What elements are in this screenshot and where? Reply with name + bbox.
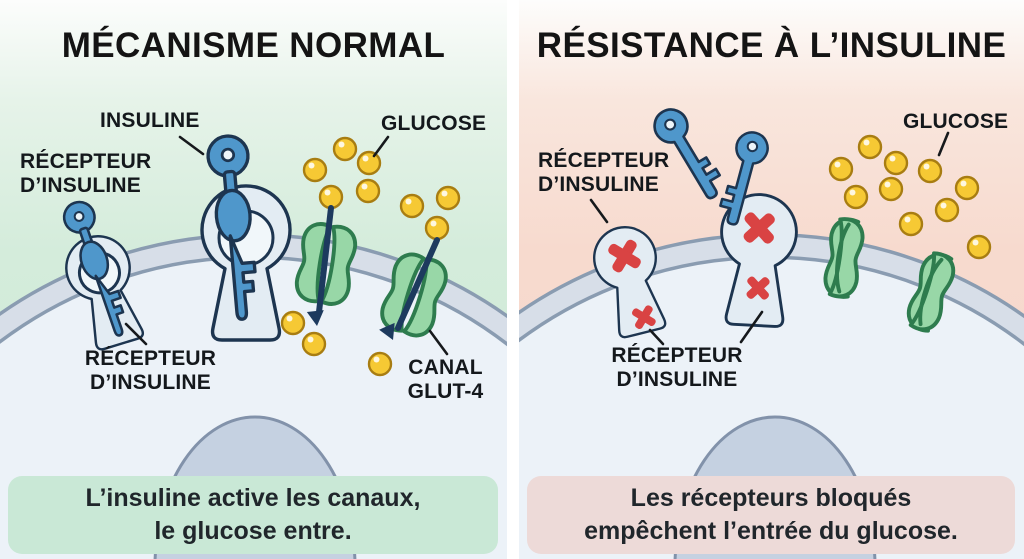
insulin-resistance-panel: RÉSISTANCE À L’INSULINE RÉCEPTEUR D’INSU… xyxy=(519,0,1024,559)
glucose-molecule xyxy=(356,150,382,176)
receptor-label-line xyxy=(739,310,764,344)
insulin-label: INSULINE xyxy=(100,109,200,132)
panel-title: RÉSISTANCE À L’INSULINE xyxy=(536,26,1007,65)
receptor-label-line xyxy=(648,328,665,346)
glucose-label-line xyxy=(372,135,390,158)
normal-caption: L’insuline active les canaux, le glucose… xyxy=(8,476,498,554)
glucose-molecule xyxy=(898,211,924,237)
receptor-label-line xyxy=(589,198,609,224)
glucose-molecule xyxy=(302,157,328,183)
glucose-molecule xyxy=(332,136,358,162)
insulin-receptor-label-bottom: RÉCEPTEUR D’INSULINE xyxy=(611,344,743,391)
glucose-molecule xyxy=(280,310,306,336)
glucose-molecule xyxy=(424,215,450,241)
normal-mechanism-panel: MÉCANISME NORMAL INSULINE RÉCEPTEUR D’IN… xyxy=(0,0,507,559)
glucose-molecule xyxy=(355,178,381,204)
insulin-label-line xyxy=(178,135,205,156)
glucose-label-line xyxy=(937,131,950,157)
insulin-receptor-label-bottom: RÉCEPTEUR D’INSULINE xyxy=(84,347,217,394)
glucose-molecule xyxy=(878,176,904,202)
glucose-molecule xyxy=(828,156,854,182)
glucose-label: GLUCOSE xyxy=(903,110,1009,133)
glucose-label: GLUCOSE xyxy=(381,112,487,135)
glucose-molecule xyxy=(399,193,425,219)
glucose-molecule xyxy=(934,197,960,223)
glucose-molecule xyxy=(857,134,883,160)
channel-label-line xyxy=(428,329,449,356)
glut4-channel-label: CANAL GLUT-4 xyxy=(407,356,484,403)
glucose-entry-arrow xyxy=(379,237,440,340)
glucose-molecule xyxy=(301,331,327,357)
glucose-molecule xyxy=(954,175,980,201)
panel-title: MÉCANISME NORMAL xyxy=(61,26,446,65)
glucose-molecule xyxy=(966,234,992,260)
insulin-receptor-bound xyxy=(200,132,292,342)
glucose-molecule xyxy=(883,150,909,176)
glucose-molecule xyxy=(843,184,869,210)
insulin-receptor-label-top: RÉCEPTEUR D’INSULINE xyxy=(538,149,670,196)
glucose-molecule xyxy=(367,351,393,377)
insulin-receptor-label-top: RÉCEPTEUR D’INSULINE xyxy=(20,150,152,197)
glucose-molecule xyxy=(318,184,344,210)
resistance-caption: Les récepteurs bloqués empêchent l’entré… xyxy=(527,476,1015,554)
glucose-molecule xyxy=(917,158,943,184)
glucose-molecule xyxy=(435,185,461,211)
insulin-receptor-bound xyxy=(57,196,153,355)
glucose-entry-arrow xyxy=(306,205,334,326)
receptor-label-line xyxy=(124,322,148,346)
